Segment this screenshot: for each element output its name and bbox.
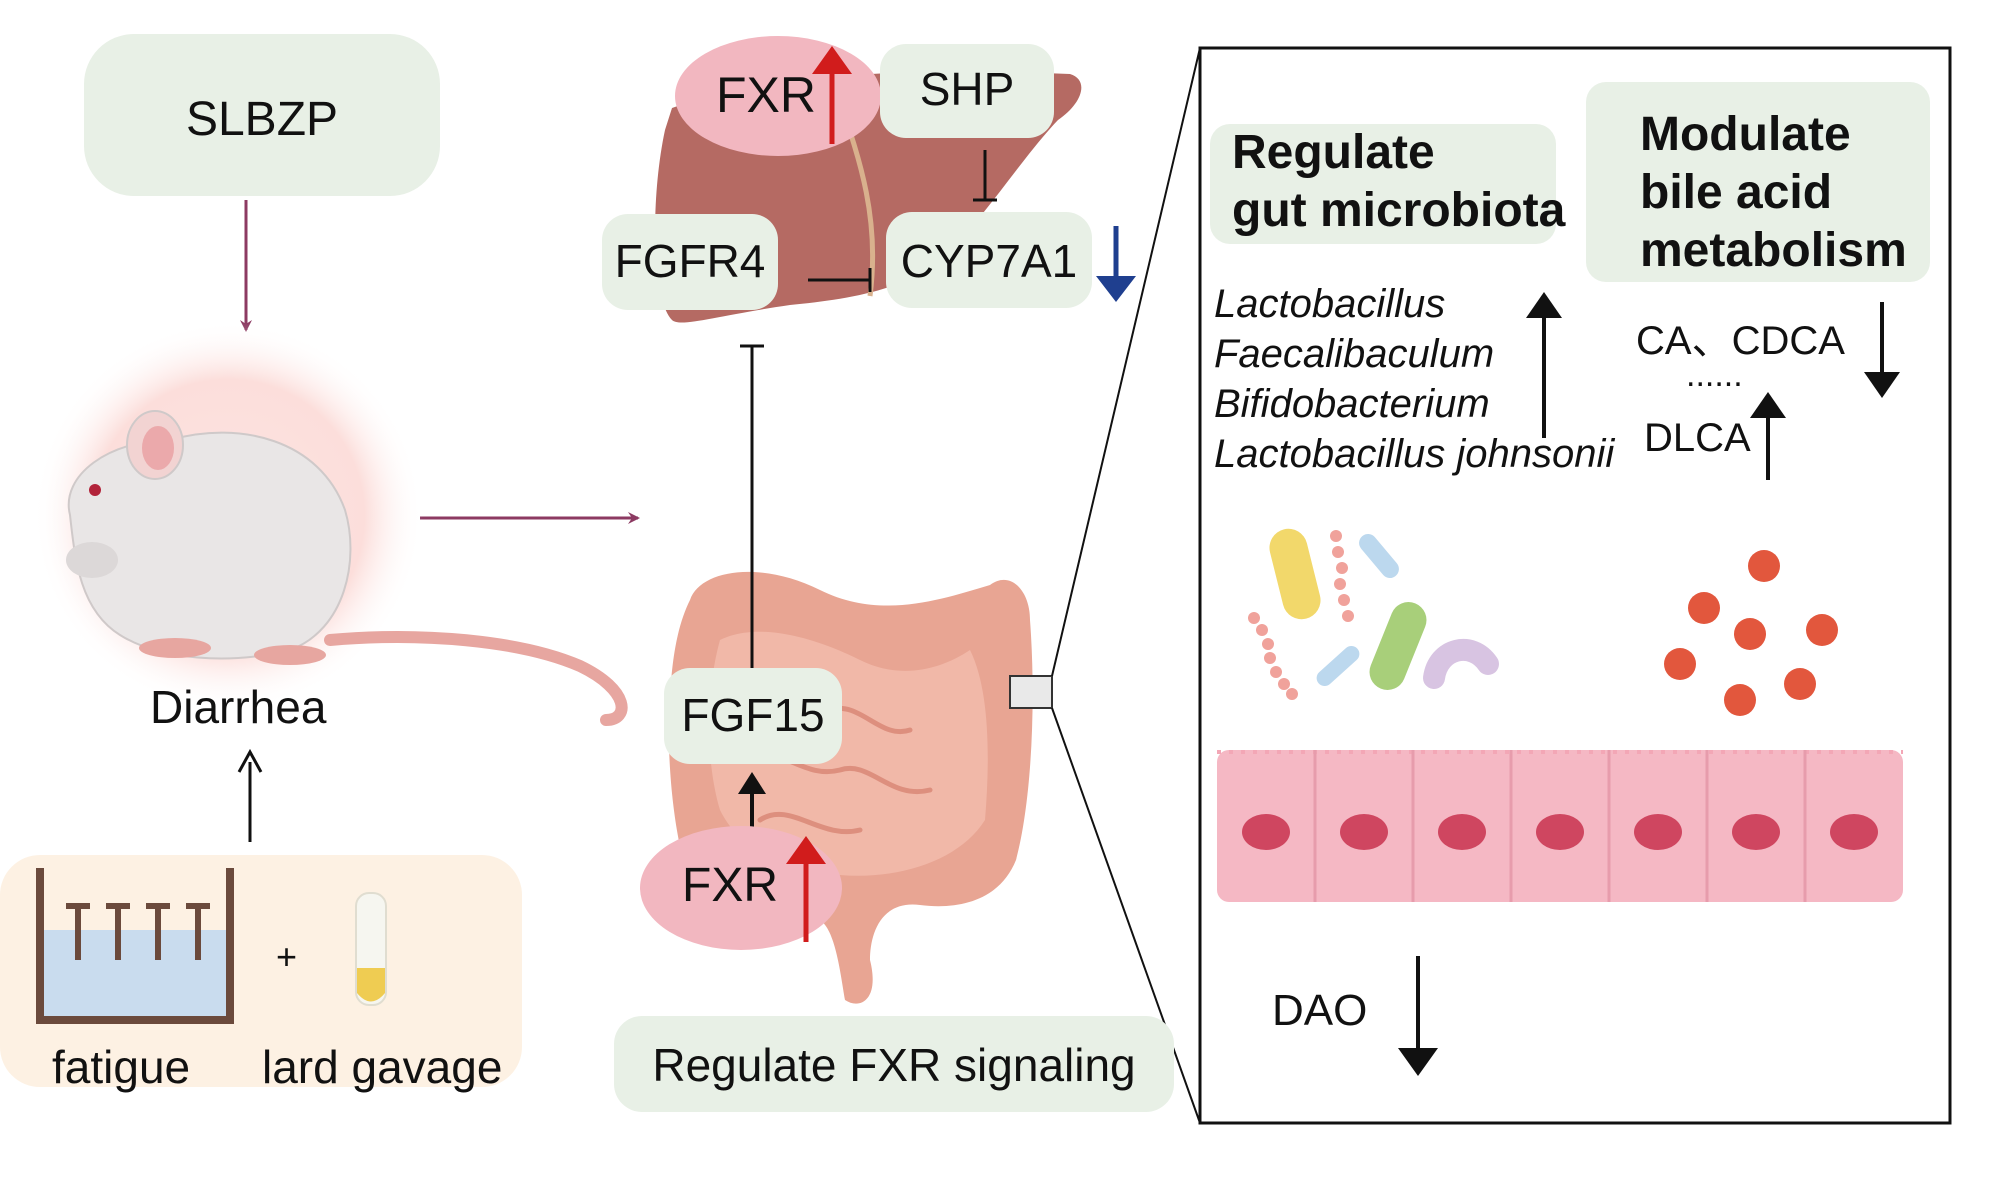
bacteria-item-3: Bifidobacterium (1214, 382, 1490, 426)
liver-fxr-oval (675, 36, 881, 156)
fatigue-swim-tank-icon (36, 868, 234, 1024)
lard-gavage-label: lard gavage (262, 1041, 503, 1093)
gut-bacteria-icon (1248, 528, 1499, 700)
cyp7a1-label: CYP7A1 (900, 235, 1078, 287)
rat-illustration (66, 410, 628, 726)
plus-sign: + (276, 936, 298, 977)
bile-title-box (1586, 82, 1930, 282)
liver-fxr-label: FXR (716, 67, 816, 123)
zoom-source-box (1009, 675, 1053, 709)
cyp7a1-down-arrow (1096, 226, 1136, 302)
intestine-fxr-label: FXR (682, 859, 778, 912)
fgfr4-label: FGFR4 (614, 235, 766, 287)
bacteria-item-1: Lactobacillus (1214, 282, 1446, 326)
fgfr4-cyp7a1-inhibition-line (808, 268, 872, 292)
zoom-line-bottom (1051, 707, 1201, 1124)
fxr-signaling-box (614, 1016, 1174, 1112)
bile-acid-down-arrow (1864, 302, 1900, 398)
slbzp-box (84, 34, 440, 196)
dao-down-arrow (1398, 956, 1438, 1076)
microbiota-title-line1: Regulate (1232, 126, 1435, 179)
shp-cyp7a1-inhibition-line (973, 150, 997, 202)
bile-title-line1: Modulate (1640, 108, 1851, 161)
bile-dots: ...... (1686, 356, 1743, 394)
dlca-label: DLCA (1644, 416, 1751, 460)
microbiota-title-box (1210, 124, 1556, 244)
diarrhea-label: Diarrhea (150, 681, 327, 733)
liver-fxr-up-arrow (812, 46, 852, 144)
shp-box (880, 44, 1054, 138)
dao-label: DAO (1272, 986, 1368, 1035)
microbiota-title-line2: gut microbiota (1232, 184, 1566, 237)
bile-title-line3: metabolism (1640, 224, 1907, 277)
bile-title-line2: bile acid (1640, 166, 1833, 219)
cyp7a1-box (886, 212, 1092, 308)
intestine-fxr-up-arrow (786, 836, 826, 942)
fgfr4-box (602, 214, 778, 310)
inducers-to-diarrhea-arrow (237, 748, 263, 842)
fxr-signaling-label: Regulate FXR signaling (652, 1039, 1136, 1091)
fgf15-box (664, 668, 842, 764)
fgf15-label: FGF15 (681, 689, 825, 741)
dlca-up-arrow (1750, 392, 1786, 480)
fgf15-fgfr4-inhibition-line (740, 344, 764, 672)
lard-test-tube-icon (355, 892, 387, 1006)
bile-down-label: CA、CDCA (1636, 319, 1845, 363)
zoom-line-top (1051, 47, 1201, 677)
fatigue-label: fatigue (52, 1041, 191, 1093)
inducers-panel (0, 855, 522, 1087)
bacteria-item-4: Lactobacillus johnsonii (1214, 432, 1615, 476)
bacteria-up-arrow (1526, 292, 1562, 438)
bile-acid-droplets-icon (1664, 550, 1838, 716)
intestinal-epithelium-icon (1217, 750, 1903, 902)
slbzp-label: SLBZP (185, 93, 339, 146)
bacteria-item-2: Faecalibaculum (1214, 332, 1495, 376)
shp-label: SHP (919, 63, 1015, 115)
